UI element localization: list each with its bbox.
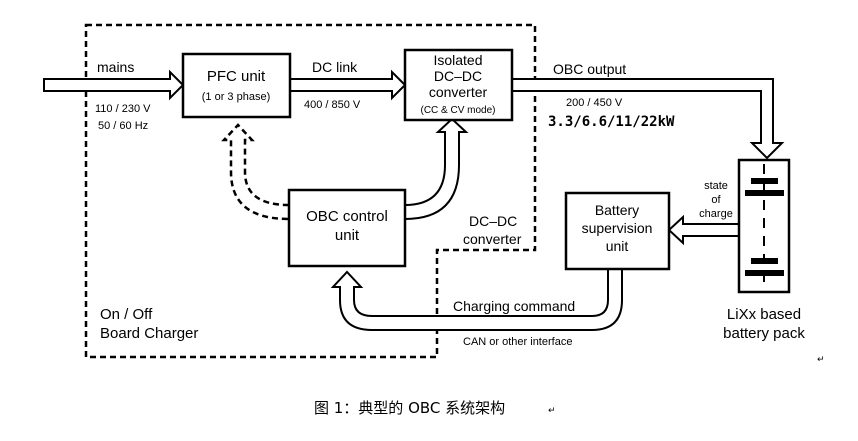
charging-command-arrow — [330, 268, 623, 331]
mains-voltage: 110 / 230 V — [95, 103, 151, 115]
obc-boundary — [84, 23, 537, 359]
dcdc-line1: Isolated — [433, 52, 482, 68]
dclink-label: DC link — [312, 59, 358, 75]
ctrl-line2: unit — [335, 227, 360, 244]
ctrl-line1: OBC control — [306, 208, 388, 225]
can-label: CAN or other interface — [463, 336, 572, 348]
bsu-line2: supervision — [582, 220, 653, 236]
return-mark-right: ↵ — [817, 354, 825, 364]
mains-frequency: 50 / 60 Hz — [98, 120, 148, 132]
dcdc-region-line1: DC–DC — [469, 213, 517, 229]
obc-control-unit-block — [287, 188, 407, 268]
dcdc-region-line2: converter — [463, 231, 522, 247]
output-voltage: 200 / 450 V — [566, 97, 623, 109]
battery-cell-top-plate — [751, 178, 778, 184]
bsu-line1: Battery — [595, 202, 639, 218]
bsu-line3: unit — [606, 238, 629, 254]
isolated-dcdc-block — [403, 48, 514, 122]
battery-cell-bottom-plate — [751, 258, 778, 264]
obc-output-arrow — [511, 78, 785, 160]
pfc-unit-block — [181, 52, 292, 119]
dcdc-line4: (CC & CV mode) — [420, 105, 495, 116]
battery-supervision-block — [564, 191, 671, 271]
soc-arrow — [667, 214, 740, 246]
mains-label: mains — [97, 59, 134, 75]
dclink-voltage: 400 / 850 V — [304, 99, 361, 111]
battery-cell-bottom-minus — [745, 270, 784, 276]
dcdc-line3: converter — [429, 84, 488, 100]
mains-arrow — [43, 69, 185, 101]
pfc-title: PFC unit — [207, 68, 266, 85]
soc-line1: state — [704, 180, 728, 192]
onoff-line1: On / Off — [100, 306, 153, 323]
charging-command-label: Charging command — [453, 298, 575, 314]
pfc-sub: (1 or 3 phase) — [202, 91, 270, 103]
output-power: 3.3/6.6/11/22kW — [548, 114, 675, 130]
figure-caption: 图 1：典型的 OBC 系统架构 — [314, 399, 505, 417]
soc-line2: of — [711, 194, 721, 206]
obc-output-label: OBC output — [553, 61, 626, 77]
battery-pack-line2: battery pack — [723, 325, 805, 342]
battery-cell-top-minus — [745, 190, 784, 196]
dclink-arrow — [289, 69, 407, 101]
battery-pack-line1: LiXx based — [727, 306, 801, 323]
dcdc-line2: DC–DC — [434, 68, 482, 84]
ctrl-to-pfc-dashed-arrow — [221, 123, 290, 221]
return-mark-caption: ↵ — [548, 405, 556, 415]
soc-line3: charge — [699, 208, 733, 220]
onoff-line2: Board Charger — [100, 325, 198, 342]
ctrl-to-dcdc-arrow — [404, 117, 469, 221]
